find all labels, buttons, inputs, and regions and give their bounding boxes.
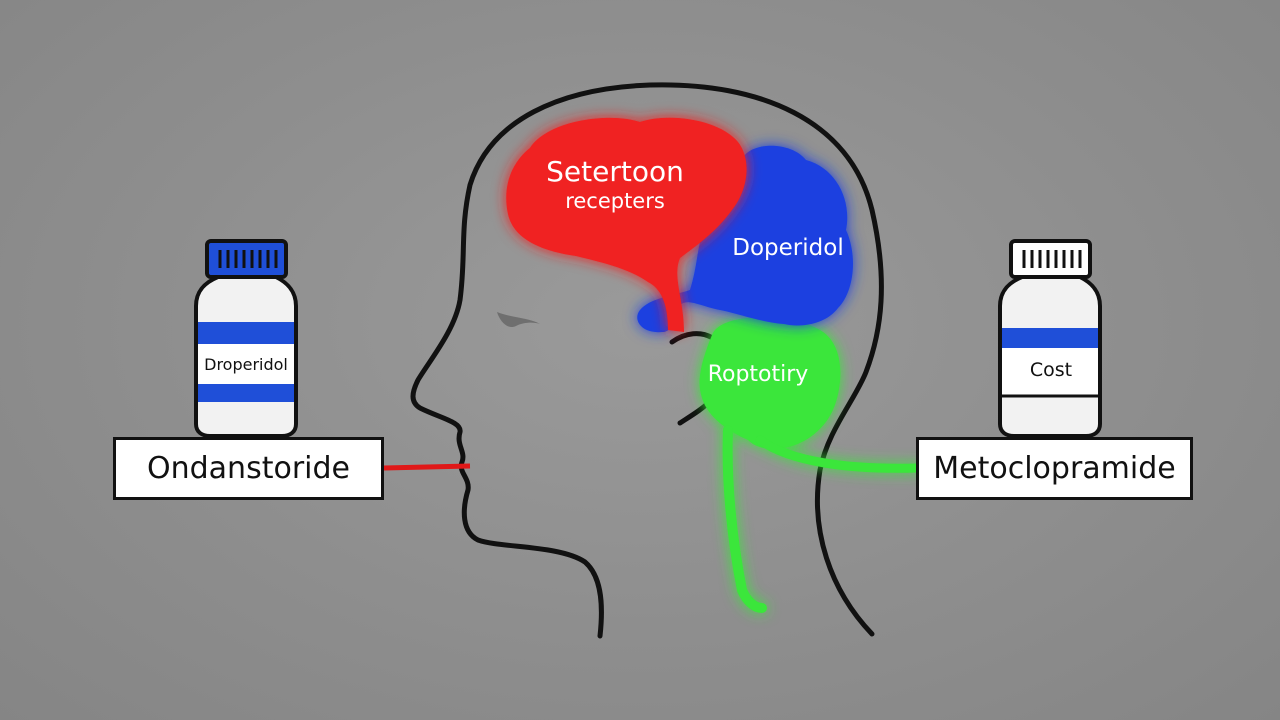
blue-region-title: Doperidol (732, 235, 844, 261)
blue-region (637, 145, 853, 333)
left-bottle (194, 239, 298, 438)
right-bottle-label: Cost (1029, 359, 1073, 381)
right-drug-name: Metoclopramide (933, 451, 1176, 486)
left-drug-name-box: Ondanstoride (113, 437, 384, 500)
red-region-title: Setertoon (546, 155, 684, 188)
left-drug-name: Ondanstoride (147, 451, 350, 486)
green-region (699, 317, 923, 613)
right-bottle (998, 239, 1102, 438)
red-region (506, 117, 747, 332)
red-region-subtitle: recepters (565, 189, 665, 213)
left-connector-line (383, 463, 471, 471)
left-bottle-label: Droperidol (204, 354, 288, 374)
eye-mark (497, 312, 540, 328)
head-outline (410, 82, 884, 639)
green-region-title: Roptotiry (707, 362, 809, 387)
right-drug-name-box: Metoclopramide (916, 437, 1193, 500)
